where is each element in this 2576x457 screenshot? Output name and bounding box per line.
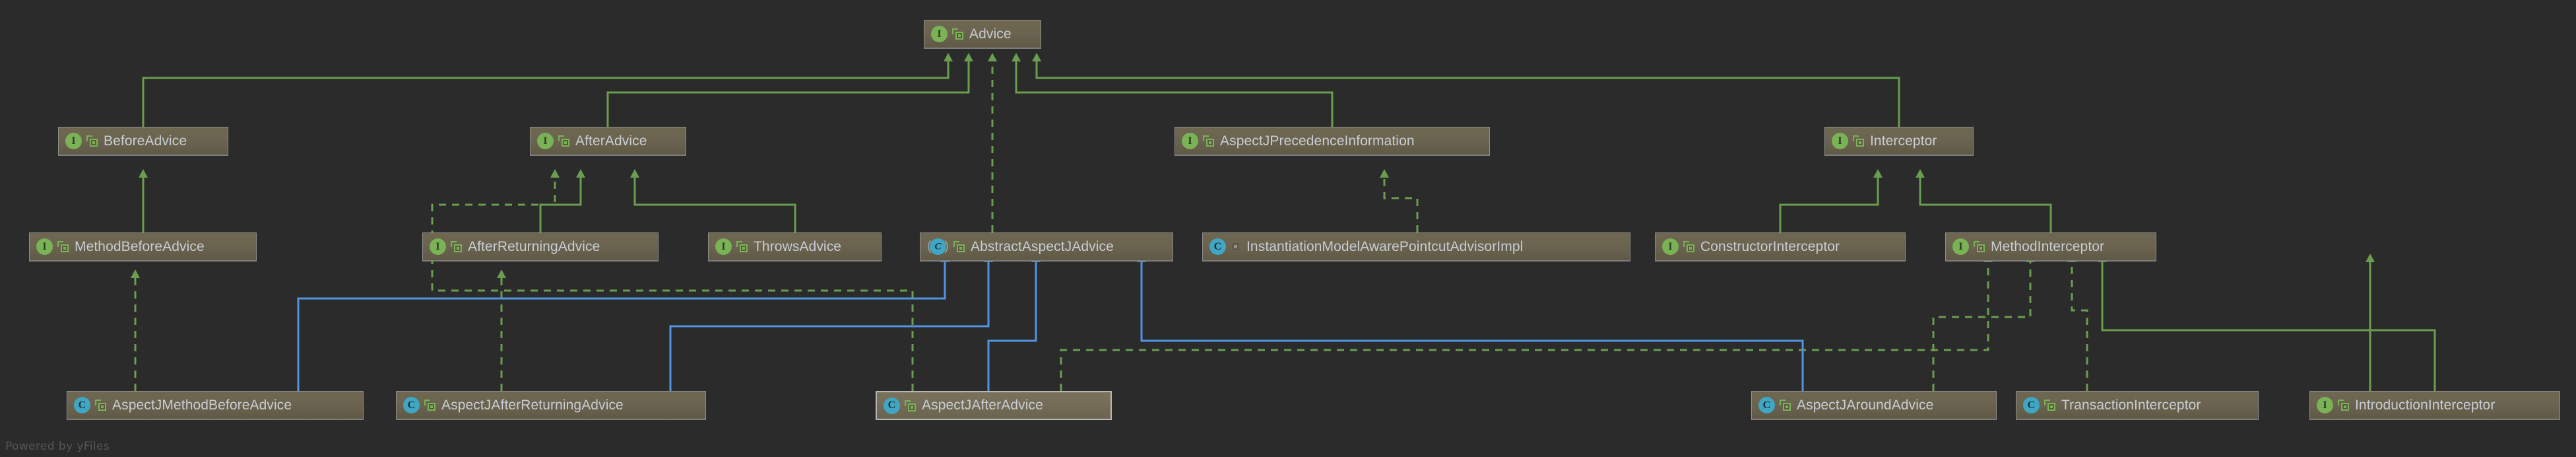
interface-icon	[36, 238, 53, 255]
package-visibility-icon	[57, 241, 69, 252]
interface-icon	[1182, 133, 1198, 149]
yfiles-watermark: Powered by yFiles	[5, 440, 110, 453]
class-node-aspectJAfterAdvice[interactable]: AspectJAfterAdvice	[876, 391, 1112, 420]
class-node-label: AbstractAspectJAdvice	[971, 238, 1114, 254]
class-node-instantiationModelAwarePointcutAdvisorImpl[interactable]: InstantiationModelAwarePointcutAdvisorIm…	[1202, 232, 1630, 262]
class-node-afterReturningAdvice[interactable]: AfterReturningAdvice	[422, 232, 659, 262]
interface-icon	[931, 26, 948, 42]
package-visibility-icon	[424, 400, 435, 411]
class-node-label: AfterReturningAdvice	[468, 238, 600, 254]
class-node-methodInterceptor[interactable]: MethodInterceptor	[1945, 232, 2156, 262]
interface-icon	[1662, 238, 1679, 255]
package-visibility-icon	[2338, 400, 2349, 411]
interface-icon	[715, 238, 732, 255]
edge-interceptor-advice	[1032, 53, 1900, 127]
edges-class-extends	[297, 254, 1804, 391]
interface-icon	[65, 133, 82, 149]
edge-afterreturningadvice-afteradvice	[539, 169, 585, 232]
package-visibility-icon	[953, 241, 965, 252]
edge-afteradvice-advice	[606, 53, 973, 127]
package-visibility-icon	[1853, 135, 1864, 147]
edge-aspectjafteradvice-abstractaspectjadvice	[987, 254, 1041, 391]
class-node-label: AspectJAroundAdvice	[1797, 397, 1934, 413]
class-node-label: TransactionInterceptor	[2061, 397, 2201, 413]
class-node-introductionInterceptor[interactable]: IntroductionInterceptor	[2309, 391, 2560, 420]
class-node-throwsAdvice[interactable]: ThrowsAdvice	[708, 232, 882, 262]
interface-icon	[1952, 238, 1969, 255]
package-visibility-icon	[1974, 241, 1985, 252]
class-node-label: AspectJAfterReturningAdvice	[441, 397, 624, 413]
edges-implements-dashed	[131, 53, 2088, 391]
edge-instantiationmodel-precedence	[1380, 169, 1419, 232]
edge-aspectjafteradvice-afteradvice	[431, 169, 914, 391]
package-visibility-icon	[451, 241, 462, 252]
class-node-abstractAspectJAdvice[interactable]: () AbstractAspectJAdvice	[920, 232, 1173, 262]
class-node-label: AspectJPrecedenceInformation	[1220, 133, 1415, 149]
class-node-label: ThrowsAdvice	[754, 238, 842, 254]
package-visibility-icon	[736, 241, 748, 252]
class-node-aspectJMethodBeforeAdvice[interactable]: AspectJMethodBeforeAdvice	[67, 391, 364, 420]
class-node-constructorInterceptor[interactable]: ConstructorInterceptor	[1655, 232, 1906, 262]
class-node-afterAdvice[interactable]: AfterAdvice	[530, 127, 686, 156]
class-node-aspectJAroundAdvice[interactable]: AspectJAroundAdvice	[1751, 391, 1997, 420]
edge-introductioninterceptor-methodinterceptor	[2098, 254, 2436, 391]
class-node-advice[interactable]: Advice	[924, 20, 1041, 49]
edge-transactioninterceptor-methodinterceptor	[2067, 254, 2088, 391]
package-visibility-icon	[558, 135, 569, 147]
class-icon	[1209, 238, 1226, 255]
edge-beforeadvice-advice	[142, 53, 953, 127]
edge-aspectjaroundadvice-methodinterceptor	[1932, 254, 2035, 391]
class-node-label: IntroductionInterceptor	[2355, 397, 2496, 413]
abstract-class-icon: ()	[927, 238, 949, 255]
class-node-label: InstantiationModelAwarePointcutAdvisorIm…	[1246, 238, 1524, 254]
package-visibility-icon	[1203, 135, 1214, 147]
class-node-aspectJPrecedenceInformation[interactable]: AspectJPrecedenceInformation	[1175, 127, 1490, 156]
class-node-label: MethodInterceptor	[1991, 238, 2105, 254]
class-node-label: AspectJMethodBeforeAdvice	[112, 397, 292, 413]
class-node-interceptor[interactable]: Interceptor	[1824, 127, 1974, 156]
class-node-label: AfterAdvice	[575, 133, 647, 149]
package-visibility-icon	[905, 400, 916, 411]
package-visibility-icon	[952, 28, 963, 40]
class-node-beforeAdvice[interactable]: BeforeAdvice	[58, 127, 228, 156]
edge-aspectjafterreturningadvice-abstractaspectjadvice	[669, 254, 993, 391]
edge-throwsadvice-afteradvice	[630, 169, 796, 232]
package-visibility-icon	[86, 135, 98, 147]
class-node-label: BeforeAdvice	[104, 133, 187, 149]
class-node-methodBeforeAdvice[interactable]: MethodBeforeAdvice	[29, 232, 257, 262]
package-visibility-icon	[1683, 241, 1694, 252]
class-node-label: AspectJAfterAdvice	[922, 398, 1043, 413]
class-node-label: ConstructorInterceptor	[1700, 238, 1840, 254]
class-node-label: Advice	[969, 26, 1012, 42]
class-icon	[403, 397, 420, 413]
edge-aspectjmethodbeforeadvice-abstractaspectjadvice	[297, 254, 950, 391]
class-node-aspectJAfterReturningAdvice[interactable]: AspectJAfterReturningAdvice	[396, 391, 706, 420]
edge-precedence-advice	[1012, 53, 1334, 127]
member-square-icon	[1231, 242, 1240, 252]
edge-aspectjaroundadvice-abstractaspectjadvice	[1137, 254, 1804, 391]
package-visibility-icon	[95, 400, 106, 411]
class-node-transactionInterceptor[interactable]: TransactionInterceptor	[2016, 391, 2259, 420]
class-icon	[1758, 397, 1775, 413]
edge-aspectjafteradvice-methodinterceptor	[1060, 254, 1993, 391]
interface-icon	[1832, 133, 1848, 149]
class-icon	[74, 397, 90, 413]
class-node-label: MethodBeforeAdvice	[75, 238, 205, 254]
edges-interface-extends	[139, 53, 2436, 391]
interface-icon	[2317, 397, 2333, 413]
package-visibility-icon	[2044, 400, 2055, 411]
edge-methodinterceptor-interceptor	[1916, 169, 2052, 232]
package-visibility-icon	[1780, 400, 1791, 411]
class-node-label: Interceptor	[1870, 133, 1937, 149]
edge-constructorinterceptor-interceptor	[1779, 169, 1883, 232]
class-icon	[2023, 397, 2040, 413]
interface-icon	[537, 133, 554, 149]
class-icon	[884, 397, 900, 414]
interface-icon	[430, 238, 446, 255]
